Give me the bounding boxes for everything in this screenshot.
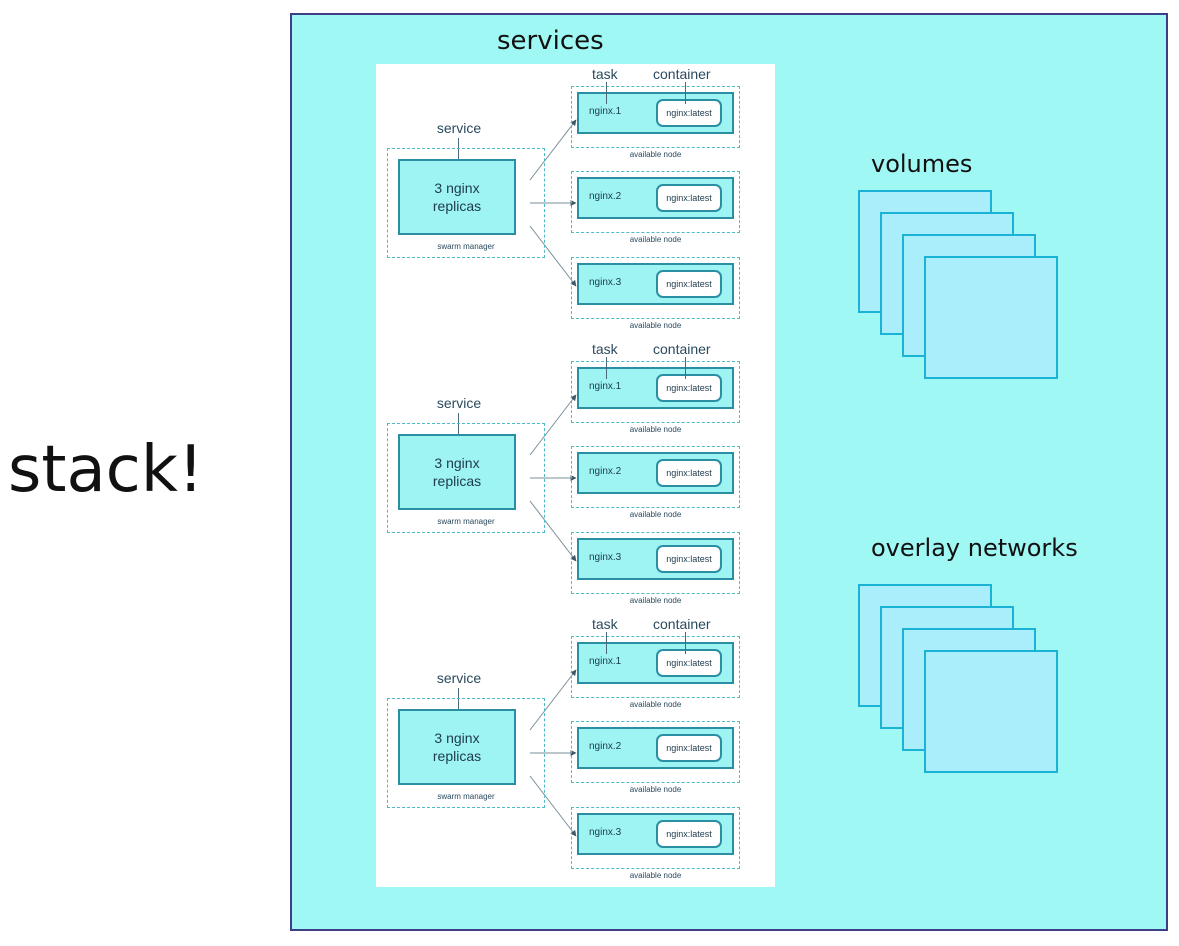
- volumes-title: volumes: [871, 150, 973, 178]
- service-group-2: service 3 nginx replicas swarm manager t…: [376, 339, 775, 614]
- stack-title: stack!: [8, 433, 204, 507]
- services-title: services: [497, 26, 604, 56]
- container-leader-line: [685, 82, 686, 104]
- node-box: nginx.1 nginx:latest: [577, 642, 734, 684]
- container-name: nginx:latest: [666, 468, 712, 478]
- node-label: available node: [629, 425, 682, 434]
- container-box: nginx:latest: [656, 545, 722, 573]
- node-label: available node: [629, 150, 682, 159]
- container-box: nginx:latest: [656, 184, 722, 212]
- services-panel: service 3 nginx replicas swarm manager t…: [376, 64, 775, 887]
- task-name: nginx.2: [589, 466, 622, 477]
- task-name: nginx.3: [589, 277, 622, 288]
- container-box: nginx:latest: [656, 649, 722, 677]
- arrows: [529, 394, 577, 562]
- node-label: available node: [629, 596, 682, 605]
- service-box: 3 nginx replicas: [398, 434, 516, 510]
- node-label: available node: [629, 235, 682, 244]
- node-box: nginx.2 nginx:latest: [577, 177, 734, 219]
- node-box: nginx.3 nginx:latest: [577, 263, 734, 305]
- swarm-manager-box: [387, 148, 545, 258]
- service-label: service: [436, 120, 482, 136]
- arrows: [529, 119, 577, 287]
- swarm-manager-box: [387, 698, 545, 808]
- node-frame: [571, 257, 740, 319]
- node-frame: [571, 721, 740, 783]
- container-box: nginx:latest: [656, 374, 722, 402]
- node-frame: [571, 446, 740, 508]
- container-name: nginx:latest: [666, 383, 712, 393]
- container-name: nginx:latest: [666, 658, 712, 668]
- swarm-manager-box: [387, 423, 545, 533]
- swarm-manager-label: swarm manager: [437, 517, 495, 526]
- container-box: nginx:latest: [656, 734, 722, 762]
- node-label: available node: [629, 871, 682, 880]
- node-box: nginx.1 nginx:latest: [577, 92, 734, 134]
- container-box: nginx:latest: [656, 459, 722, 487]
- task-name: nginx.3: [589, 827, 622, 838]
- node-box: nginx.2 nginx:latest: [577, 727, 734, 769]
- container-leader-line: [685, 632, 686, 654]
- container-box: nginx:latest: [656, 99, 722, 127]
- replicas-label: 3 nginx replicas: [432, 455, 482, 489]
- container-header: container: [653, 66, 711, 82]
- node-box: nginx.3 nginx:latest: [577, 538, 734, 580]
- container-name: nginx:latest: [666, 554, 712, 564]
- node-frame: [571, 361, 740, 423]
- swarm-manager-label: swarm manager: [437, 792, 495, 801]
- task-name: nginx.1: [589, 381, 622, 392]
- task-leader-line: [606, 357, 607, 379]
- volume-square: [924, 256, 1058, 379]
- container-name: nginx:latest: [666, 108, 712, 118]
- task-leader-line: [606, 632, 607, 654]
- node-box: nginx.3 nginx:latest: [577, 813, 734, 855]
- task-name: nginx.1: [589, 106, 622, 117]
- container-header: container: [653, 341, 711, 357]
- service-label: service: [436, 395, 482, 411]
- node-frame: [571, 532, 740, 594]
- task-leader-line: [606, 82, 607, 104]
- service-box: 3 nginx replicas: [398, 159, 516, 235]
- node-frame: [571, 171, 740, 233]
- node-frame: [571, 807, 740, 869]
- node-box: nginx.1 nginx:latest: [577, 367, 734, 409]
- node-label: available node: [629, 700, 682, 709]
- service-box: 3 nginx replicas: [398, 709, 516, 785]
- node-label: available node: [629, 510, 682, 519]
- service-group-1: service 3 nginx replicas swarm manager t…: [376, 64, 775, 339]
- node-box: nginx.2 nginx:latest: [577, 452, 734, 494]
- service-leader-line: [458, 688, 459, 710]
- container-box: nginx:latest: [656, 820, 722, 848]
- task-header: task: [592, 341, 618, 357]
- task-name: nginx.1: [589, 656, 622, 667]
- node-frame: [571, 636, 740, 698]
- container-name: nginx:latest: [666, 193, 712, 203]
- task-name: nginx.2: [589, 741, 622, 752]
- task-header: task: [592, 616, 618, 632]
- service-leader-line: [458, 413, 459, 435]
- node-label: available node: [629, 321, 682, 330]
- arrows: [529, 669, 577, 837]
- replicas-label: 3 nginx replicas: [432, 180, 482, 214]
- node-frame: [571, 86, 740, 148]
- swarm-manager-label: swarm manager: [437, 242, 495, 251]
- container-box: nginx:latest: [656, 270, 722, 298]
- task-name: nginx.2: [589, 191, 622, 202]
- container-leader-line: [685, 357, 686, 379]
- node-label: available node: [629, 785, 682, 794]
- service-group-3: service 3 nginx replicas swarm manager t…: [376, 614, 775, 889]
- container-header: container: [653, 616, 711, 632]
- overlay-networks-title: overlay networks: [871, 534, 1078, 562]
- task-header: task: [592, 66, 618, 82]
- network-square: [924, 650, 1058, 773]
- container-name: nginx:latest: [666, 829, 712, 839]
- container-name: nginx:latest: [666, 743, 712, 753]
- task-name: nginx.3: [589, 552, 622, 563]
- replicas-label: 3 nginx replicas: [432, 730, 482, 764]
- container-name: nginx:latest: [666, 279, 712, 289]
- service-label: service: [436, 670, 482, 686]
- service-leader-line: [458, 138, 459, 160]
